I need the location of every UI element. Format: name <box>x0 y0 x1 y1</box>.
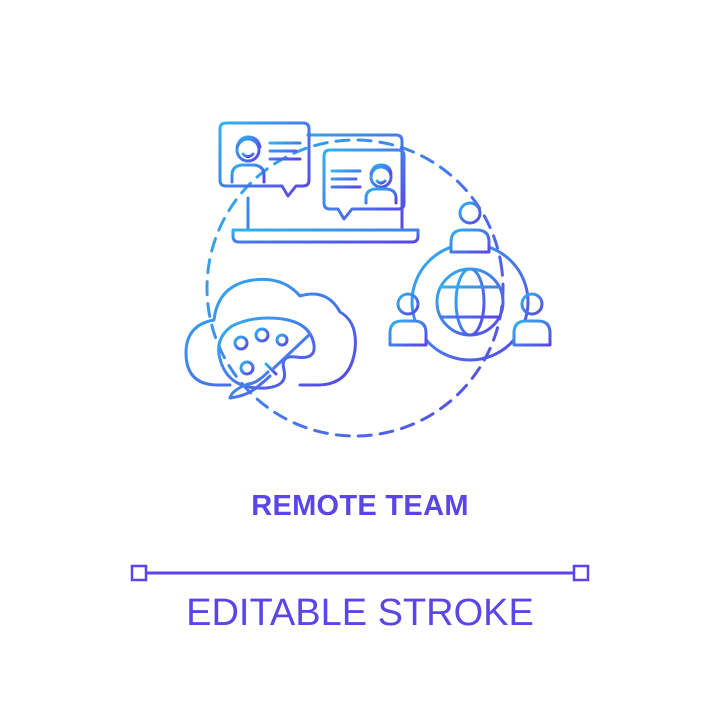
globe-icon <box>410 242 530 362</box>
palette-icon <box>217 316 316 390</box>
user-avatar-icon <box>364 163 398 205</box>
user-avatar-icon <box>230 135 266 184</box>
team-member-icon <box>449 201 491 254</box>
stroke-anchor-right <box>572 564 590 582</box>
paintbrush-icon <box>228 332 312 400</box>
icon-subtitle: EDITABLE STROKE <box>186 592 534 634</box>
team-member-icon <box>388 292 428 347</box>
dashed-circle <box>205 138 505 438</box>
stroke-anchor-left <box>130 564 148 582</box>
team-member-icon <box>512 292 552 347</box>
icon-title: REMOTE TEAM <box>251 490 469 522</box>
editable-stroke-line <box>130 564 590 582</box>
laptop-icon <box>231 133 420 244</box>
cloud-icon <box>184 277 357 387</box>
chat-bubble-icon <box>218 121 311 198</box>
chat-bubble-icon <box>322 148 406 221</box>
